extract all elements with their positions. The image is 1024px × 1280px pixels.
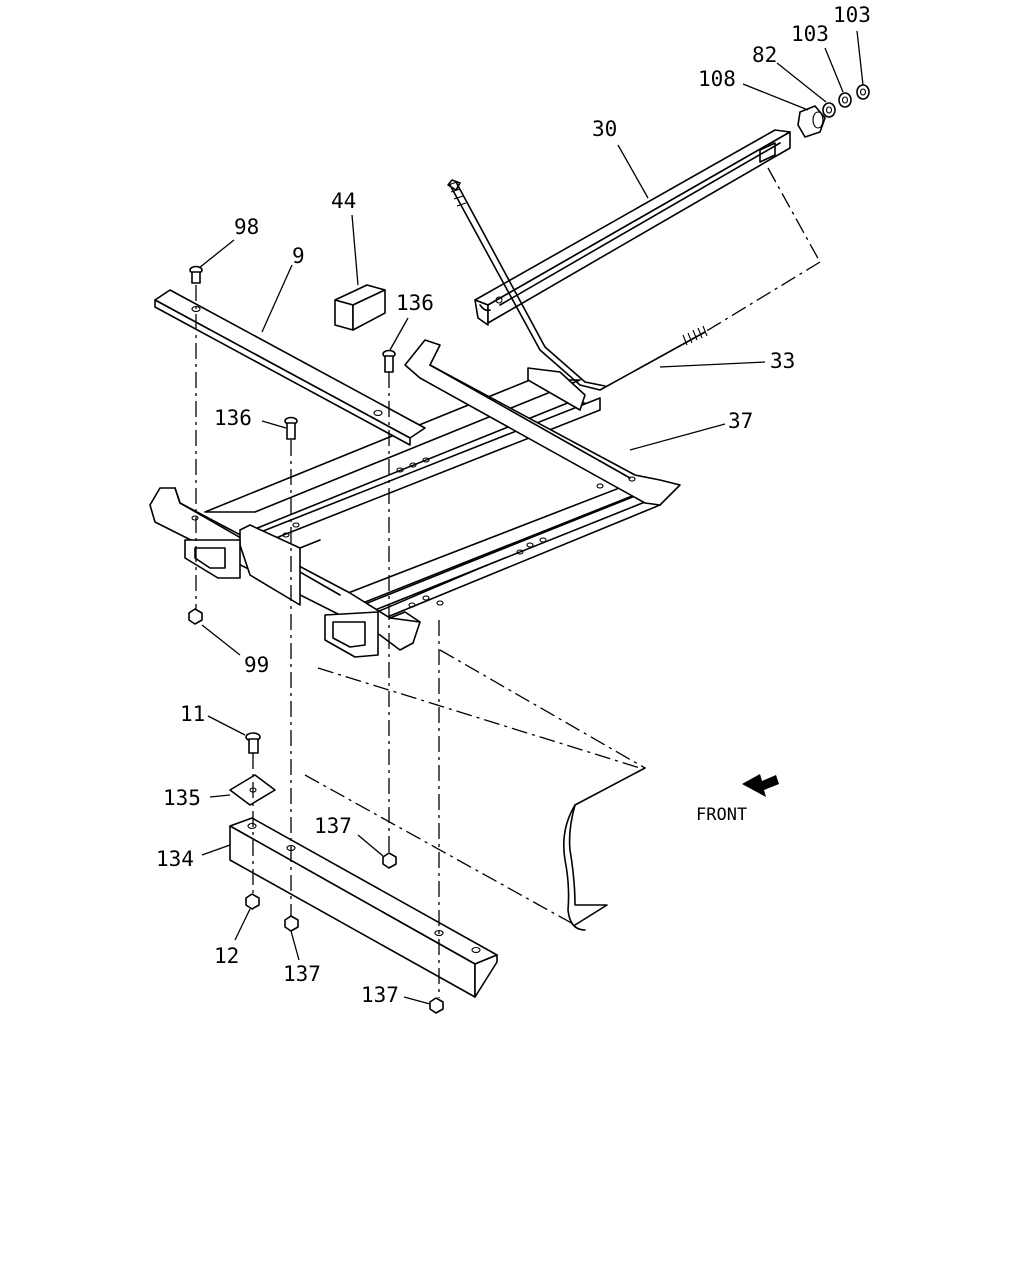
bolt-136b: [284, 416, 298, 440]
nut-99: [188, 608, 203, 625]
spacer-block-44: [334, 284, 386, 331]
callout-137-lower: 137: [283, 962, 321, 986]
callout-11: 11: [180, 702, 205, 726]
callout-12: 12: [214, 944, 239, 968]
frame-rail: [304, 649, 646, 931]
nut-103b: [856, 84, 870, 100]
callout-103: 103: [791, 22, 829, 46]
leader-lines: [198, 30, 864, 1005]
nut-137b: [284, 915, 299, 932]
callout-135: 135: [163, 786, 201, 810]
callout-98: 98: [234, 215, 259, 239]
nut-137a: [382, 852, 397, 869]
nut-12: [245, 893, 260, 910]
bolt-98: [189, 265, 203, 284]
callout-103-top: 103: [833, 3, 871, 27]
callout-labels: 103 103 82 108 30 44 98 9 136 136 33 37 …: [156, 3, 871, 1007]
bolt-136a: [382, 349, 396, 373]
nut-137c: [429, 997, 444, 1014]
callout-9: 9: [292, 244, 305, 268]
j-bolt-33: [447, 179, 708, 391]
callout-44: 44: [331, 189, 356, 213]
callout-136-right: 136: [396, 291, 434, 315]
bolt-thread: [447, 181, 708, 346]
bolt-11: [245, 732, 261, 754]
callout-108: 108: [698, 67, 736, 91]
callout-82: 82: [752, 43, 777, 67]
battery-carrier-frame: [149, 339, 681, 658]
callout-134: 134: [156, 847, 194, 871]
support-bracket-134: [229, 817, 498, 998]
callout-136-left: 136: [214, 406, 252, 430]
front-arrow-icon: [742, 774, 779, 797]
callout-99: 99: [244, 653, 269, 677]
callout-137-middle: 137: [314, 814, 352, 838]
callout-30: 30: [592, 117, 617, 141]
slot-markings: [191, 410, 636, 608]
washer-82: [822, 102, 836, 118]
hold-down-plate-9: [154, 289, 426, 446]
hold-down-bar-30: [474, 129, 791, 326]
callout-137-bottom: 137: [361, 983, 399, 1007]
callout-33: 33: [770, 349, 795, 373]
callout-37: 37: [728, 409, 753, 433]
nut-103a: [838, 92, 852, 108]
hardware-108: [797, 105, 826, 138]
alignment-lines: [195, 167, 821, 998]
front-direction-label: FRONT: [696, 805, 747, 825]
